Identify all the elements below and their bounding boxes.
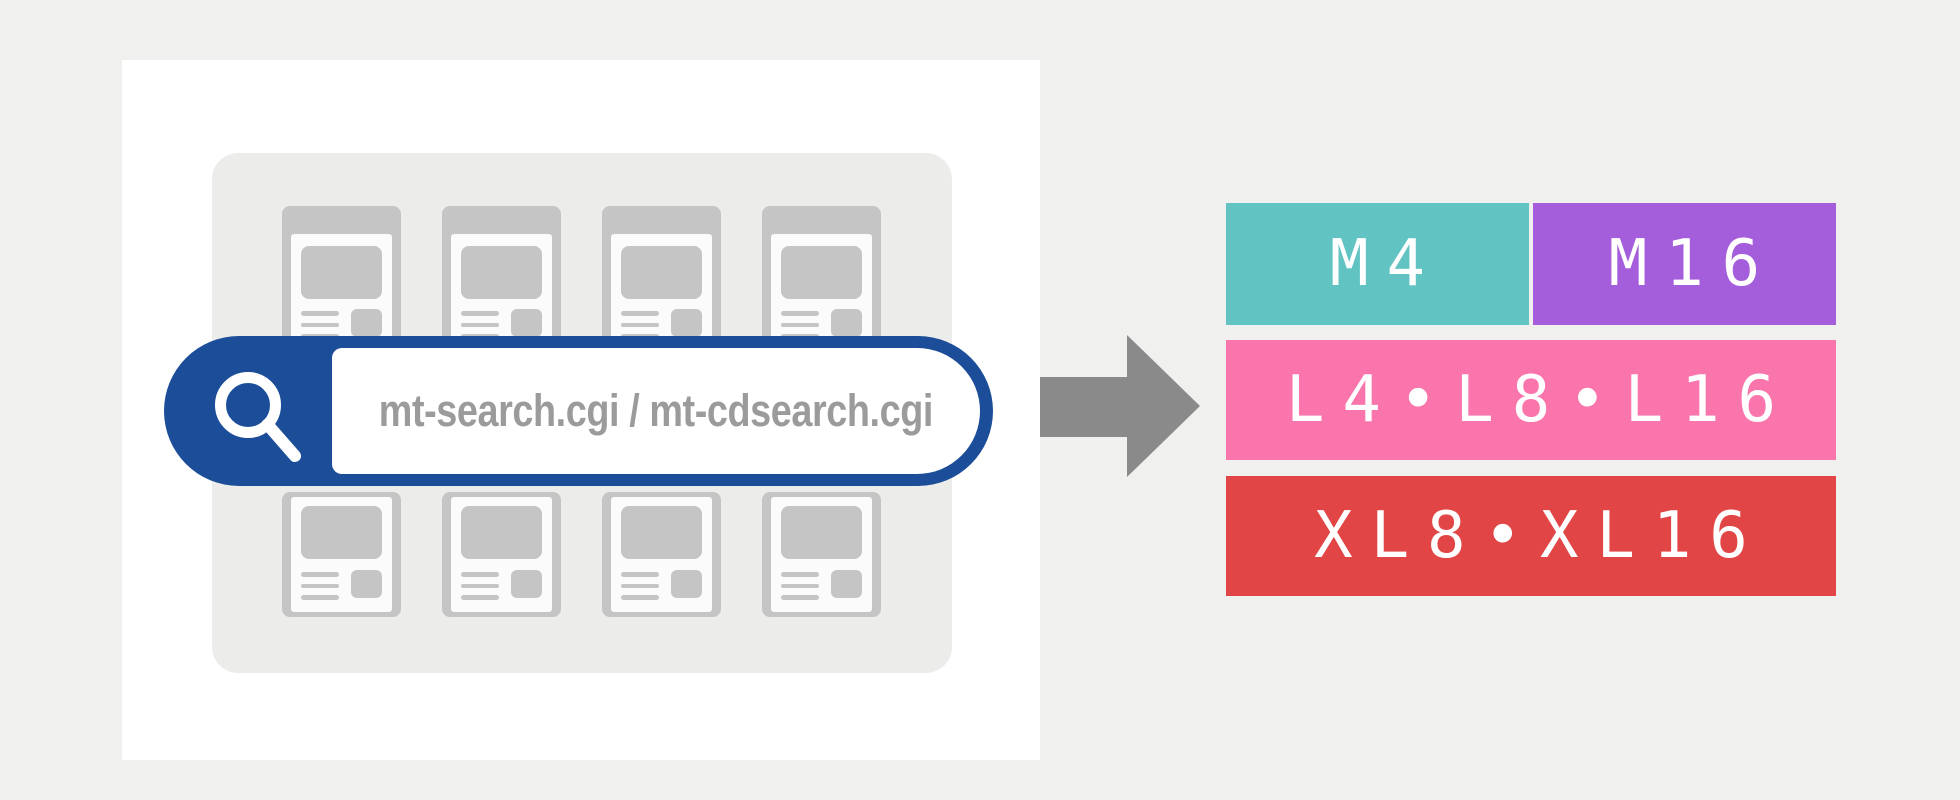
thumbnail-image-placeholder (781, 506, 862, 559)
thumbnail-small-block (671, 570, 702, 598)
badge-m4: M4 (1226, 203, 1529, 325)
badge-row-large: L4•L8•L16 (1226, 340, 1836, 460)
thumbnail-small-block (831, 309, 862, 337)
document-thumbnail-icon (762, 492, 881, 617)
search-input[interactable]: mt-search.cgi / mt-cdsearch.cgi (332, 348, 980, 474)
thumbnail-image-placeholder (621, 246, 702, 299)
thumbnail-page (291, 497, 392, 612)
thumbnail-text-lines (301, 309, 339, 339)
badge-row-medium: M4 M16 (1226, 203, 1836, 325)
flow-arrow-shape (1040, 335, 1200, 477)
thumbnail-text-lines (461, 309, 499, 339)
badge-group: M4 M16 L4•L8•L16 XL8•XL16 (1226, 203, 1836, 596)
thumbnail-image-placeholder (461, 506, 542, 559)
thumbnail-small-block (351, 570, 382, 598)
document-thumbnail-icon (602, 492, 721, 617)
document-thumbnail-icon (442, 492, 561, 617)
search-pill[interactable]: mt-search.cgi / mt-cdsearch.cgi (164, 336, 993, 486)
thumbnail-text-lines (621, 309, 659, 339)
thumbnail-small-block (671, 309, 702, 337)
thumbnail-small-block (511, 309, 542, 337)
thumbnail-text-lines (781, 570, 819, 600)
thumbnail-image-placeholder (621, 506, 702, 559)
search-query-text: mt-search.cgi / mt-cdsearch.cgi (378, 385, 934, 436)
badge-m16: M16 (1533, 203, 1836, 325)
magnifier-icon (215, 372, 301, 462)
badge-row-xlarge: XL8•XL16 (1226, 476, 1836, 596)
thumbnail-image-placeholder (461, 246, 542, 299)
thumbnail-row-bottom (282, 492, 881, 617)
thumbnail-small-block (351, 309, 382, 337)
badge-l-sizes: L4•L8•L16 (1226, 340, 1836, 460)
thumbnail-small-block (511, 570, 542, 598)
thumbnail-image-placeholder (301, 506, 382, 559)
thumbnail-page (771, 497, 872, 612)
thumbnail-text-lines (461, 570, 499, 600)
document-thumbnail-icon (282, 492, 401, 617)
thumbnail-text-lines (301, 570, 339, 600)
thumbnail-image-placeholder (301, 246, 382, 299)
thumbnail-image-placeholder (781, 246, 862, 299)
thumbnail-small-block (831, 570, 862, 598)
thumbnail-text-lines (781, 309, 819, 339)
thumbnail-page (451, 497, 552, 612)
badge-xl-sizes: XL8•XL16 (1226, 476, 1836, 596)
flow-arrow-icon (1040, 335, 1200, 477)
thumbnail-page (611, 497, 712, 612)
thumbnail-text-lines (621, 570, 659, 600)
